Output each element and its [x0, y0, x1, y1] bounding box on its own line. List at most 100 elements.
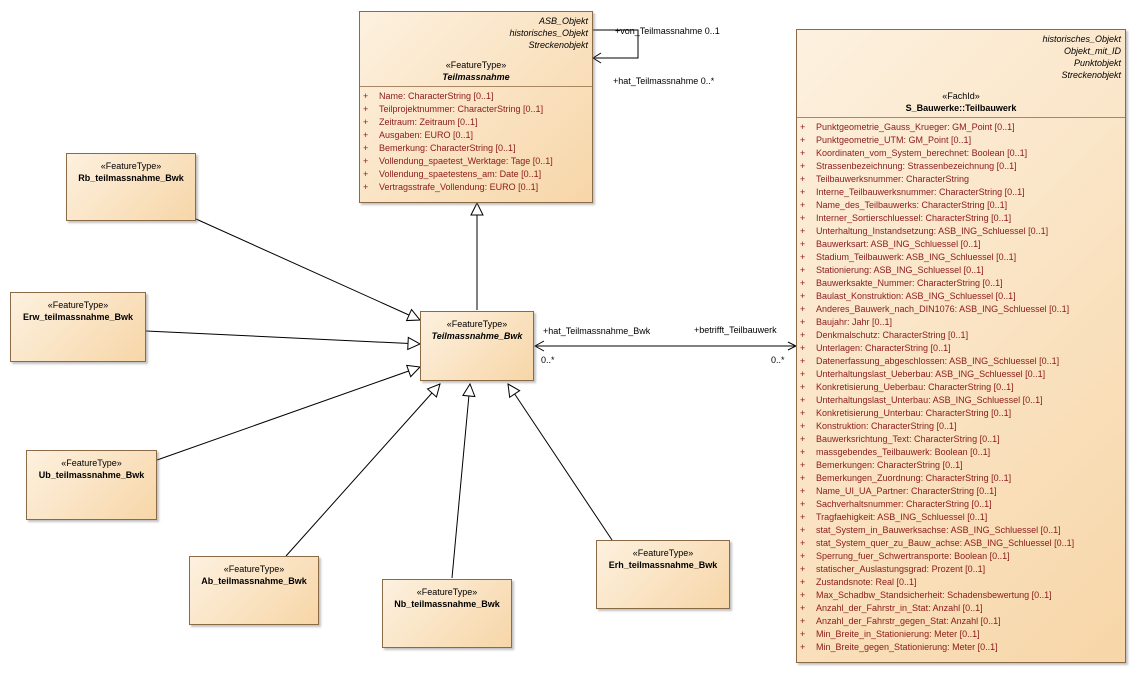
attribute: +Unterhaltungslast_Ueberbau: ASB_ING_Sch… [800, 369, 1046, 379]
attribute: +Anzahl_der_Fahrstr_in_Stat: Anzahl [0..… [800, 603, 983, 613]
generalization-erw [145, 330, 420, 344]
attribute: +Name_des_Teilbauwerks: CharacterString … [800, 200, 1008, 210]
attribute: +Punktgeometrie_Gauss_Krueger: GM_Point … [800, 122, 1015, 132]
class-rb-teilmassnahme-bwk[interactable]: «FeatureType» Rb_teilmassnahme_Bwk [66, 153, 196, 221]
self-association-arrowhead [592, 52, 602, 64]
attribute: +Unterlagen: CharacterString [0..1] [800, 343, 951, 353]
class-ub-teilmassnahme-bwk[interactable]: «FeatureType» Ub_teilmassnahme_Bwk [26, 450, 157, 520]
tagged-values: ASB_Objekt historisches_Objekt Streckeno… [364, 15, 588, 51]
stereotype: «FeatureType» [47, 300, 109, 310]
attribute: +Teilbauwerksnummer: CharacterString [800, 174, 970, 184]
attribute: +Strassenbezeichnung: Strassenbezeichnun… [800, 161, 1017, 171]
tag: Punktobjekt [1073, 58, 1121, 68]
attribute: +Vollendung_spaetest_Werktage: Tage [0..… [363, 156, 553, 166]
class-ab-teilmassnahme-bwk[interactable]: «FeatureType» Ab_teilmassnahme_Bwk [189, 556, 319, 625]
attribute: +Vollendung_spaetestens_am: Date [0..1] [363, 169, 542, 179]
attribute: +Vertragsstrafe_Vollendung: EURO [0..1] [363, 182, 539, 192]
attribute: +Sachverhaltsnummer: CharacterString [0.… [800, 499, 992, 509]
attribute: +Anderes_Bauwerk_nach_DIN1076: ASB_ING_S… [800, 304, 1070, 314]
class-name: Teilmassnahme_Bwk [431, 331, 523, 341]
attribute: +Baujahr: Jahr [0..1] [800, 317, 893, 327]
attribute: +Anzahl_der_Fahrstr_gegen_Stat: Anzahl [… [800, 616, 1001, 626]
attribute: +Name_UI_UA_Partner: CharacterString [0.… [800, 486, 997, 496]
attribute: +Datenerfassung_abgeschlossen: ASB_ING_S… [800, 356, 1060, 366]
attribute: +Teilprojektnummer: CharacterString [0..… [363, 104, 544, 114]
assoc-mult-left: 0..* [541, 355, 555, 365]
attribute: +Stationierung: ASB_ING_Schluessel [0..1… [800, 265, 984, 275]
self-assoc-role-hat: +hat_Teilmassnahme 0..* [613, 76, 715, 86]
attribute: +Min_Breite_in_Stationierung: Meter [0..… [800, 629, 980, 639]
self-assoc-role-von: +von_Teilmassnahme 0..1 [615, 26, 720, 36]
stereotype: «FeatureType» [445, 60, 507, 70]
attribute: +Konkretisierung_Unterbau: CharacterStri… [800, 408, 1012, 418]
attribute: +stat_System_quer_zu_Bauw_achse: ASB_ING… [800, 538, 1075, 548]
generalization-ab [285, 384, 440, 557]
class-name: Erh_teilmassnahme_Bwk [608, 560, 718, 570]
tag: Objekt_mit_ID [1063, 46, 1121, 56]
attribute: +Stadium_Teilbauwerk: ASB_ING_Schluessel… [800, 252, 1017, 262]
assoc-mult-right: 0..* [771, 355, 785, 365]
tag: historisches_Objekt [1042, 34, 1121, 44]
attribute: +Interne_Teilbauwerksnummer: CharacterSt… [800, 187, 1025, 197]
attribute: +Baulast_Konstruktion: ASB_ING_Schluesse… [800, 291, 1016, 301]
class-header: ASB_Objekt historisches_Objekt Streckeno… [360, 12, 592, 86]
class-teilmassnahme[interactable]: ASB_Objekt historisches_Objekt Streckeno… [359, 11, 593, 203]
tag: Streckenobjekt [1061, 70, 1121, 80]
attribute: +Ausgaben: EURO [0..1] [363, 130, 474, 140]
class-erh-teilmassnahme-bwk[interactable]: «FeatureType» Erh_teilmassnahme_Bwk [596, 540, 730, 609]
class-header: «FeatureType» Erh_teilmassnahme_Bwk [597, 541, 729, 574]
attribute: +Unterhaltungslast_Unterbau: ASB_ING_Sch… [800, 395, 1043, 405]
attribute: +Bemerkungen: CharacterString [0..1] [800, 460, 963, 470]
attribute: +statischer_Auslastungsgrad: Prozent [0.… [800, 564, 986, 574]
attribute: +massgebendes_Teilbauwerk: Boolean [0..1… [800, 447, 991, 457]
stereotype: «FeatureType» [632, 548, 694, 558]
class-name: Ab_teilmassnahme_Bwk [201, 576, 307, 586]
tag: historisches_Objekt [509, 28, 588, 38]
attribute: +Max_Schadbw_Standsicherheit: Schadensbe… [800, 590, 1052, 600]
attribute: +Min_Breite_gegen_Stationierung: Meter [… [800, 642, 998, 652]
class-header: «FeatureType» Erw_teilmassnahme_Bwk [11, 293, 145, 326]
class-header: «FeatureType» Nb_teilmassnahme_Bwk [383, 580, 511, 613]
class-name: S_Bauwerke::Teilbauwerk [905, 103, 1017, 113]
class-header: «FeatureType» Teilmassnahme_Bwk [421, 312, 533, 345]
stereotype: «FeatureType» [100, 161, 162, 171]
attribute: +Interner_Sortierschluessel: CharacterSt… [800, 213, 1012, 223]
class-name: Erw_teilmassnahme_Bwk [22, 312, 134, 322]
attribute: +Konstruktion: CharacterString [0..1] [800, 421, 957, 431]
attribute: +Sperrung_fuer_Schwertransporte: Boolean… [800, 551, 1010, 561]
generalization-erh [508, 384, 613, 541]
class-name: Teilmassnahme [442, 72, 510, 82]
class-header: historisches_Objekt Objekt_mit_ID Punkto… [797, 30, 1125, 117]
tagged-values: historisches_Objekt Objekt_mit_ID Punkto… [801, 33, 1121, 81]
attribute: +Tragfaehigkeit: ASB_ING_Schluessel [0..… [800, 512, 988, 522]
association-arrowhead-left [533, 340, 545, 352]
class-erw-teilmassnahme-bwk[interactable]: «FeatureType» Erw_teilmassnahme_Bwk [10, 292, 146, 362]
attribute: +Punktgeometrie_UTM: GM_Point [0..1] [800, 135, 972, 145]
self-association [593, 29, 639, 59]
class-teilbauwerk[interactable]: historisches_Objekt Objekt_mit_ID Punkto… [796, 29, 1126, 663]
attribute-list: +Punktgeometrie_Gauss_Krueger: GM_Point … [797, 117, 1125, 656]
class-name: Rb_teilmassnahme_Bwk [78, 173, 184, 183]
attribute: +Zustandsnote: Real [0..1] [800, 577, 917, 587]
attribute: +Konkretisierung_Ueberbau: CharacterStri… [800, 382, 1014, 392]
attribute: +Bauwerksakte_Nummer: CharacterString [0… [800, 278, 1003, 288]
class-nb-teilmassnahme-bwk[interactable]: «FeatureType» Nb_teilmassnahme_Bwk [382, 579, 512, 648]
generalization-ub [156, 367, 420, 461]
class-name: Ub_teilmassnahme_Bwk [38, 470, 145, 480]
attribute: +Name: CharacterString [0..1] [363, 91, 494, 101]
attribute: +Koordinaten_vom_System_berechnet: Boole… [800, 148, 1028, 158]
attribute-list: +Name: CharacterString [0..1] +Teilproje… [360, 86, 592, 196]
stereotype: «FeatureType» [223, 564, 285, 574]
class-teilmassnahme-bwk[interactable]: «FeatureType» Teilmassnahme_Bwk [420, 311, 534, 381]
generalization-rb [195, 218, 420, 320]
class-header: «FeatureType» Rb_teilmassnahme_Bwk [67, 154, 195, 187]
stereotype: «FeatureType» [446, 319, 508, 329]
attribute: +Bauwerksrichtung_Text: CharacterString … [800, 434, 1000, 444]
assoc-role-betrifft-teilbauwerk: +betrifft_Teilbauwerk [694, 325, 777, 335]
attribute: +Bemerkung: CharacterString [0..1] [363, 143, 516, 153]
attribute: +Bauwerksart: ASB_ING_Schluessel [0..1] [800, 239, 981, 249]
generalization-nb [451, 384, 470, 579]
attribute: +Bemerkungen_Zuordnung: CharacterString … [800, 473, 1012, 483]
attribute: +Unterhaltung_Instandsetzung: ASB_ING_Sc… [800, 226, 1049, 236]
